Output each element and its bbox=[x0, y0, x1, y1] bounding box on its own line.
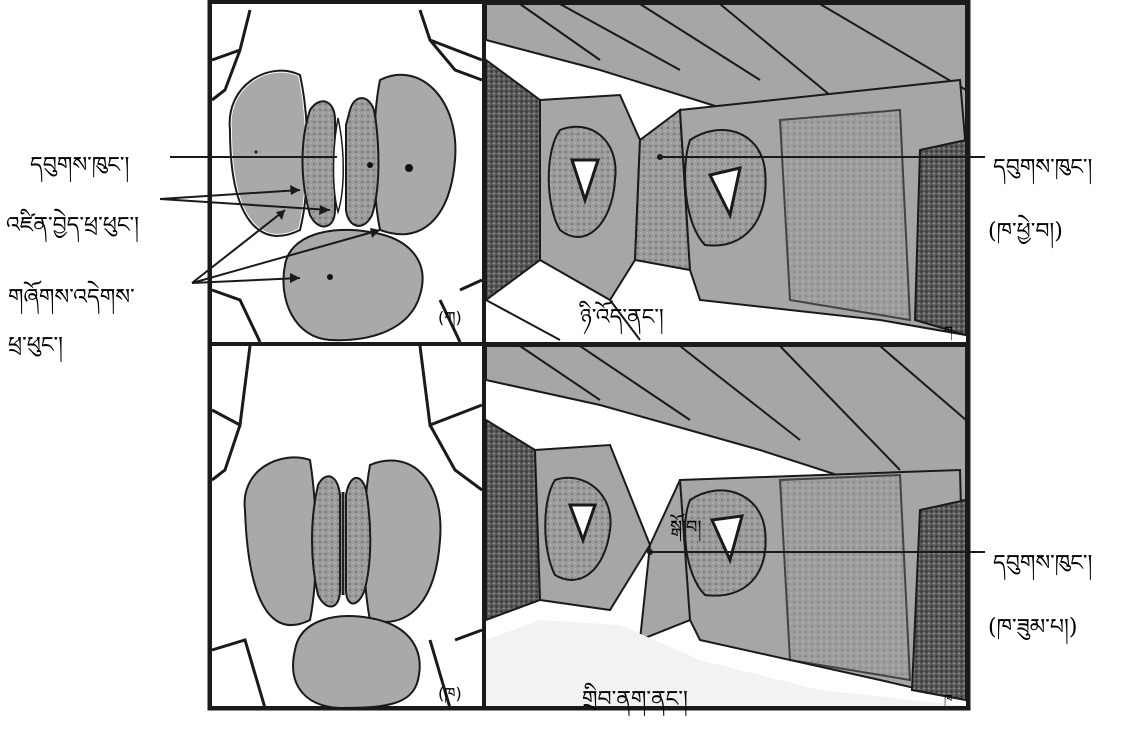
label-subsidiary-cell-line2: ཕྲ་ཕུང་། bbox=[8, 320, 63, 382]
stomata-diagram bbox=[0, 0, 1143, 720]
label-stoma: དབུགས་ཁུང་། bbox=[30, 140, 129, 202]
panel-b-marker: (ཁ) bbox=[438, 676, 462, 721]
panel-a-drawing bbox=[486, 4, 966, 342]
corner-mark-a: ཀ bbox=[944, 318, 952, 352]
label-stoma-closed: དབུགས་ཁུང་། bbox=[993, 538, 1092, 600]
label-stoma-closed-state: (ཁ་ཟུམ་པ།) bbox=[988, 602, 1077, 664]
label-in-light: ཉི་འོད་ནང་། bbox=[580, 292, 664, 354]
label-in-dark: གྲིབ་ནག་ནང་། bbox=[582, 674, 688, 736]
label-wall: སྒོ་བ། bbox=[670, 508, 701, 558]
label-guard-cell: འཛིན་བྱེད་ཕྲ་ཕུང་། bbox=[6, 200, 139, 262]
panel-b-schematic bbox=[212, 346, 482, 708]
panel-b-drawing bbox=[486, 346, 966, 706]
panel-a-marker: (ཀ) bbox=[438, 300, 462, 345]
panel-a-schematic bbox=[212, 4, 482, 342]
label-stoma-open-state: (ཁ་ཕྱེ་བ།) bbox=[988, 206, 1063, 268]
corner-mark-b: ཁ bbox=[944, 686, 952, 720]
label-stoma-open: དབུགས་ཁུང་། bbox=[993, 142, 1092, 204]
